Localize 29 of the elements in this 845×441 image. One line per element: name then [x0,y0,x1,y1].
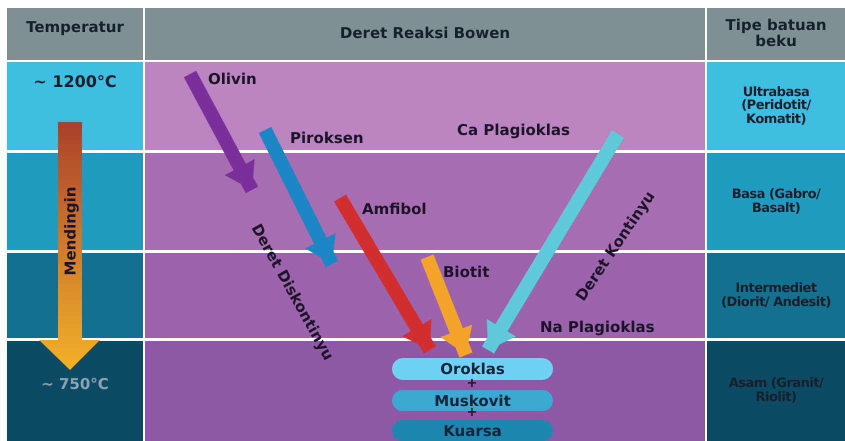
table-cell [707,253,845,338]
arrow-label: Mendingin [60,186,79,276]
table-cell [7,341,143,441]
mineral-label: Ca Plagioklas [457,121,570,139]
table-cell [707,62,845,150]
cell-text: ~ 1200°C [33,74,117,91]
cell-text: Asam (Granit/ Riolit) [728,377,825,405]
header-cell [7,8,143,60]
mineral-label: Amfibol [362,200,427,218]
header-cell [145,8,705,60]
cell-text: Ultrabasa (Peridotit/ Komatit) [740,86,812,126]
column-header: Temperatur [26,20,124,36]
thick-arrow [184,70,258,194]
mineral-pill: Kuarsa [392,420,553,441]
mineral-label: Biotit [443,263,490,281]
mineral-pill: Oroklas [392,358,553,380]
column-header: Tipe batuan beku [724,18,828,50]
cell-text: Basa (Gabro/ Basalt) [730,188,822,216]
thick-arrow [482,130,624,354]
table-cell [7,62,143,150]
cell-text: ~ 750°C [41,377,109,393]
cell-text: Intermediet (Diorit/ Andesit) [720,282,832,310]
table-cell [707,153,845,250]
mineral-label: Na Plagioklas [540,318,655,336]
column-header: Deret Reaksi Bowen [340,26,510,42]
table-cell [707,341,845,441]
mineral-label: Piroksen [290,129,364,147]
mineral-label: Olivin [208,70,257,88]
header-cell [707,8,845,60]
